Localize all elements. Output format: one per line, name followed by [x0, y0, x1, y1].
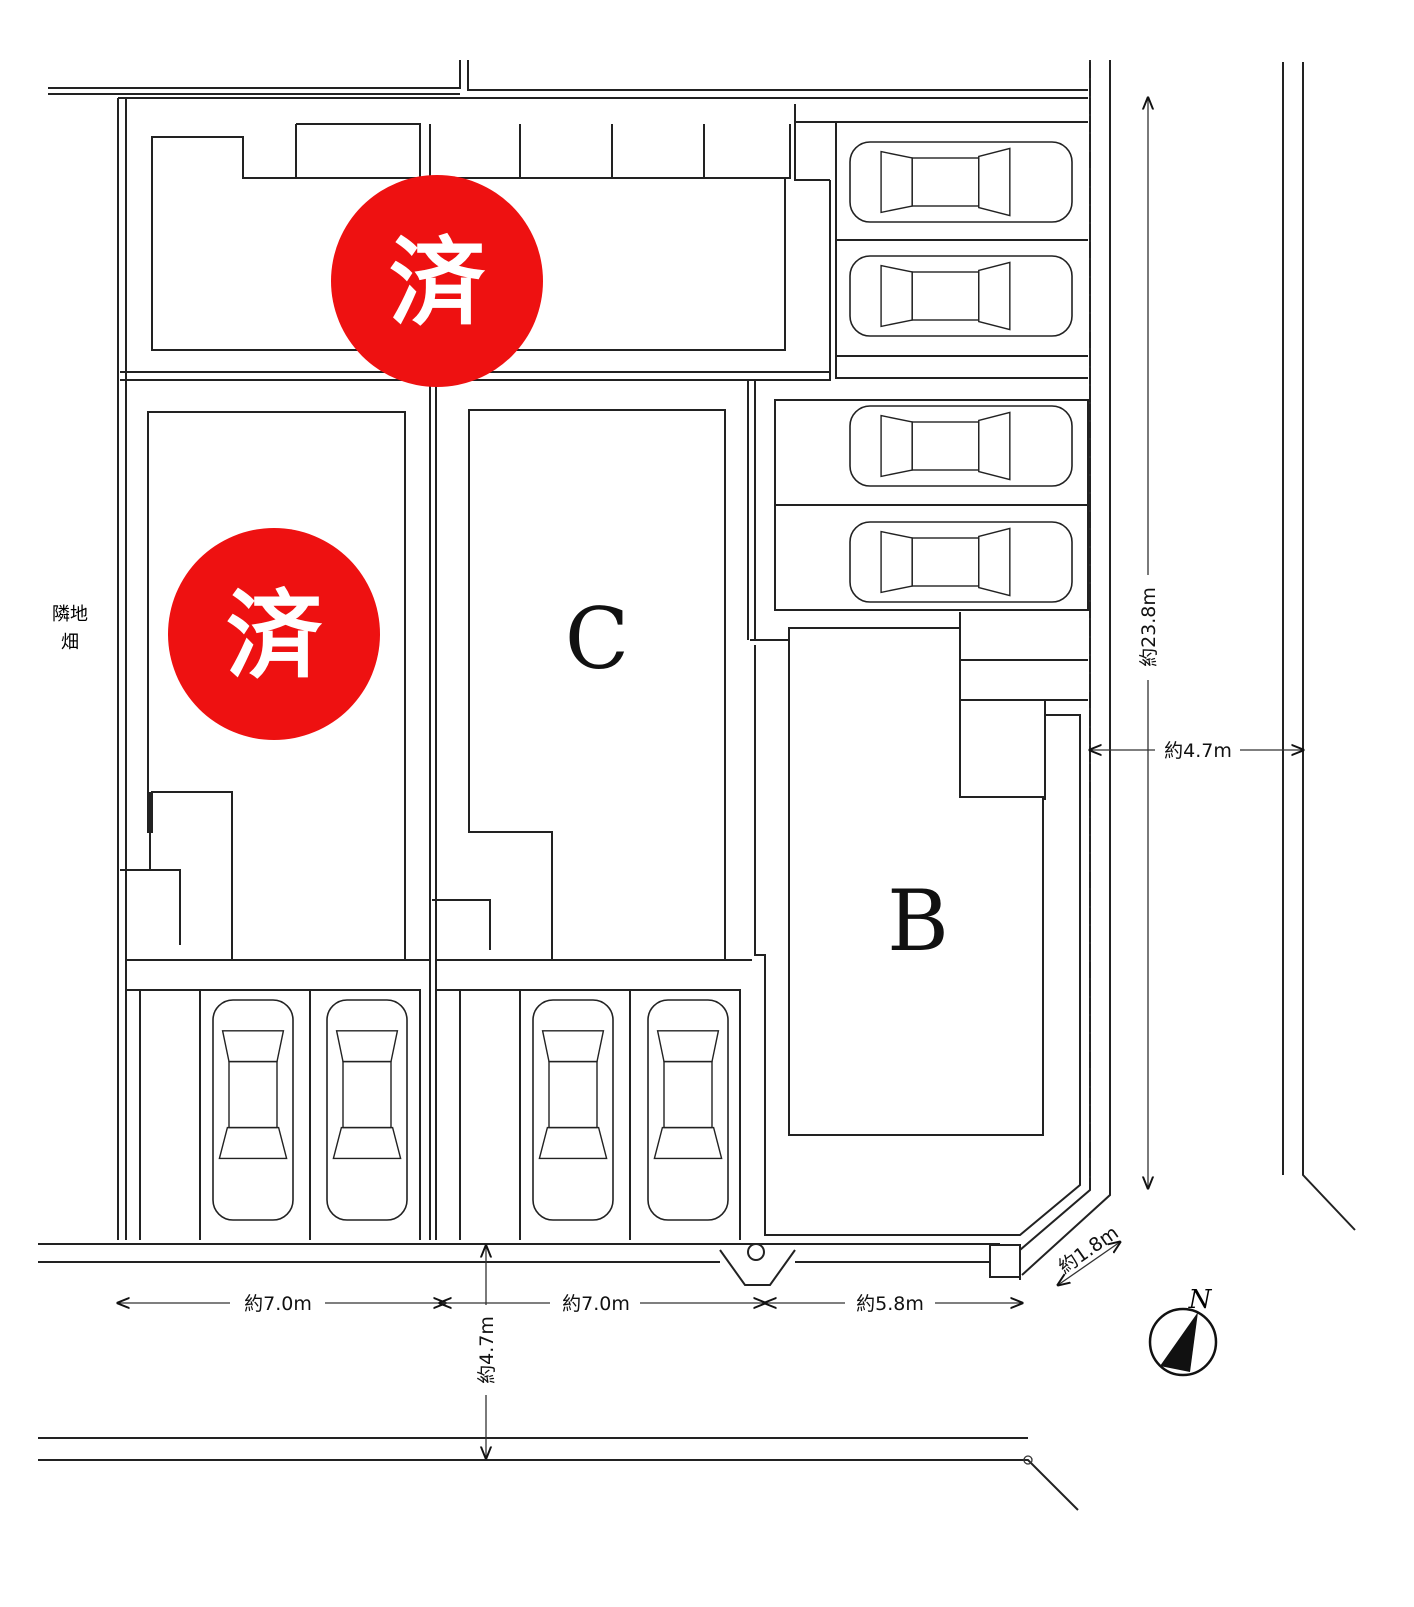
svg-text:済: 済 — [226, 580, 323, 692]
sold-stamp-left: 済 — [168, 528, 380, 740]
compass-north-label: N — [1188, 1285, 1213, 1315]
lot-b-label: B — [887, 872, 949, 970]
car-icon — [532, 999, 614, 1221]
car-icon — [212, 999, 294, 1221]
lot-top[interactable] — [151, 136, 786, 351]
car-icon — [326, 999, 408, 1221]
dim-front-b: 約7.0m — [562, 1293, 630, 1315]
car-icon — [849, 255, 1073, 337]
parking-spaces — [212, 141, 1073, 1221]
dim-road-east: 約4.7m — [1164, 740, 1232, 762]
lot-c-label: C — [565, 590, 629, 688]
svg-text:済: 済 — [389, 227, 486, 339]
neighbor-label-1: 隣地 — [52, 604, 88, 625]
sold-stamp-top: 済 — [331, 175, 543, 387]
north-compass-icon: N — [1148, 1285, 1218, 1377]
lot-c[interactable]: C — [468, 409, 726, 961]
dim-front-c: 約5.8m — [856, 1293, 924, 1315]
roads — [38, 62, 1356, 1511]
dim-corner: 約1.8m — [1055, 1222, 1123, 1279]
lot-left[interactable] — [147, 411, 406, 961]
dim-front-a: 約7.0m — [244, 1293, 312, 1315]
dimensions: 約7.0m 約7.0m 約5.8m 約4.7m 約23.8m 約4.7m 約1.… — [118, 98, 1303, 1458]
dim-road-south: 約4.7m — [476, 1316, 498, 1384]
car-icon — [849, 521, 1073, 603]
car-icon — [849, 405, 1073, 487]
lot-b[interactable]: B — [788, 627, 1044, 1136]
car-icon — [849, 141, 1073, 223]
dim-depth: 約23.8m — [1138, 587, 1160, 667]
car-icon — [647, 999, 729, 1221]
neighbor-label-2: 畑 — [61, 632, 79, 653]
